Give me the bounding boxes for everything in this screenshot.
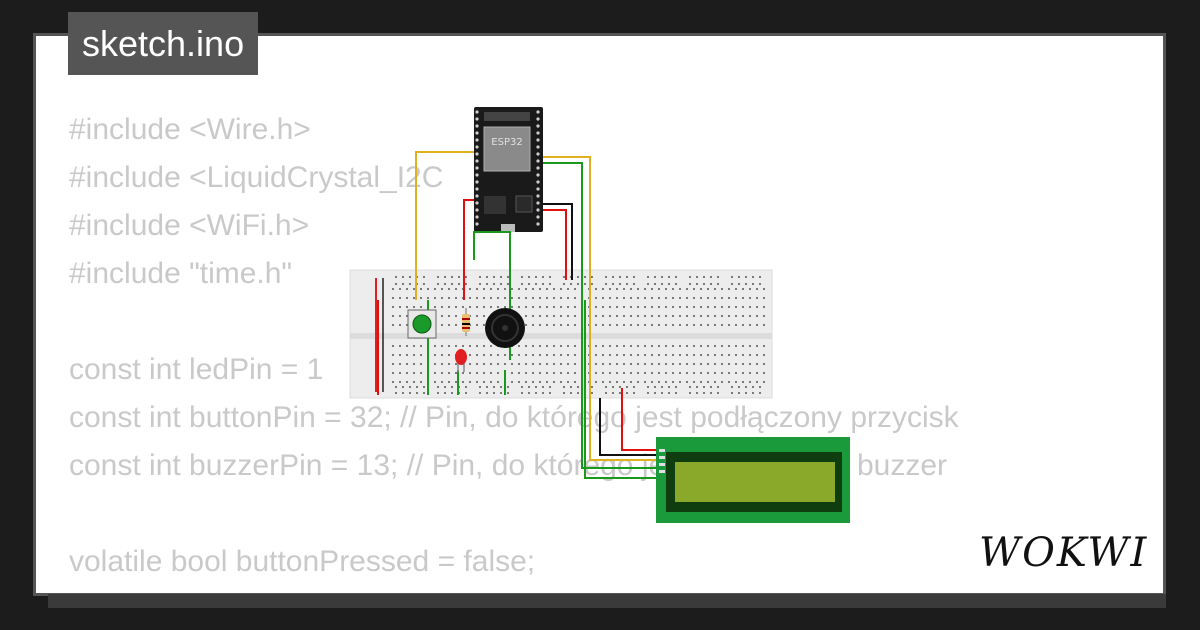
code-line: volatile bool buttonPressed = false;	[69, 545, 536, 578]
wires	[377, 151, 660, 479]
pushbutton-icon	[407, 309, 437, 339]
buzzer-icon	[485, 308, 525, 348]
lcd-display-icon	[656, 437, 850, 523]
code-line: #include <WiFi.h>	[69, 209, 310, 242]
esp32-board-icon: ESP32	[474, 107, 543, 232]
code-line: #include <LiquidCrystal_I2C	[69, 161, 444, 194]
esp32-label: ESP32	[491, 137, 522, 148]
card-shadow	[48, 594, 1166, 608]
resistor-icon	[462, 308, 470, 336]
code-preview-card: #include <Wire.h> #include <LiquidCrysta…	[33, 33, 1166, 596]
wokwi-logo-icon: WOKWI	[979, 530, 1148, 576]
file-name-tag: sketch.ino	[68, 12, 259, 75]
led-icon	[455, 349, 467, 372]
wokwi-logo-text: WOKWI	[979, 530, 1148, 576]
code-line: #include <Wire.h>	[69, 113, 311, 146]
code-line: #include "time.h"	[69, 257, 293, 290]
code-line: const int buttonPin = 32; // Pin, do któ…	[69, 401, 959, 434]
code-line: const int ledPin = 1	[69, 353, 324, 386]
